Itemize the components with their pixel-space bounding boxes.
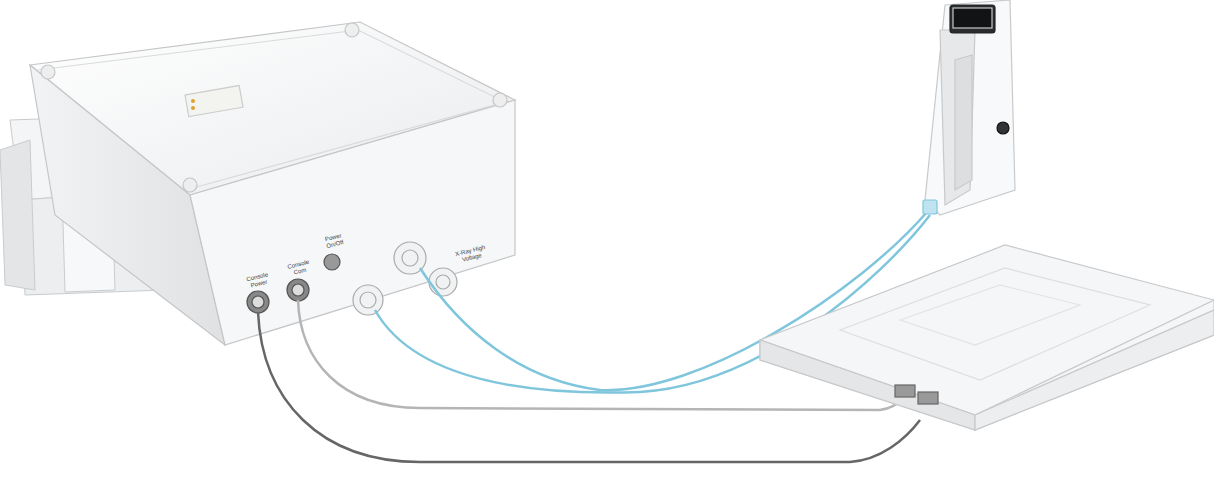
detector-pad [760,245,1214,430]
control-enclosure [30,22,515,345]
handheld-controller [923,0,1015,215]
cable-gland [353,242,457,315]
